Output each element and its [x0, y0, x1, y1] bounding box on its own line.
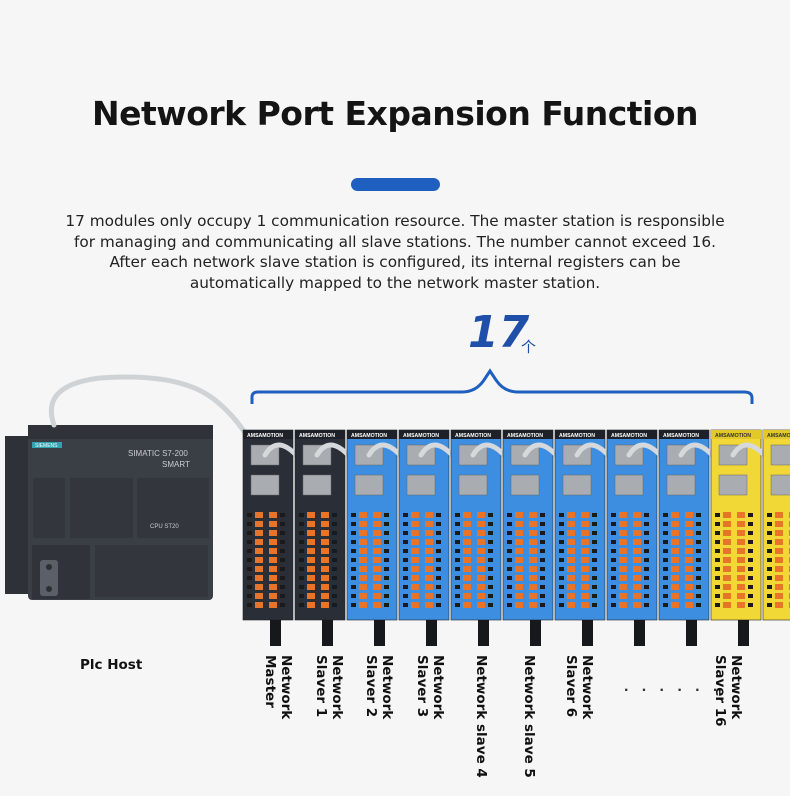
terminal-block	[611, 512, 649, 608]
module-brand: AMSAMOTION	[507, 433, 543, 439]
ethernet-port-icon	[354, 474, 384, 496]
module-brand: AMSAMOTION	[715, 433, 751, 439]
module-count: 17	[468, 307, 530, 358]
din-clip	[322, 620, 333, 646]
module-rack: AMSAMOTION AMSAMOTION AMSAMOTION AMSAMOTION…	[242, 429, 790, 646]
label-network-slaver-1: Network Slaver 1	[313, 655, 345, 720]
din-clip	[582, 620, 593, 646]
plc-host: SIEMENS SIMATIC S7-200 SMART CPU ST20	[5, 425, 213, 600]
din-clip	[634, 620, 645, 646]
ethernet-port-icon	[406, 474, 436, 496]
ethernet-port-icon	[302, 474, 332, 496]
din-clip	[270, 620, 281, 646]
module-brand: AMSAMOTION	[351, 433, 387, 439]
module-brand: AMSAMOTION	[403, 433, 439, 439]
terminal-block	[299, 512, 337, 608]
io-module: AMSAMOTION	[398, 429, 476, 646]
terminal-block	[403, 512, 441, 608]
ethernet-port-icon	[458, 474, 488, 496]
ellipsis: · · · · · ·	[624, 682, 723, 699]
plc-cable	[48, 374, 258, 453]
module-brand: AMSAMOTION	[611, 433, 647, 439]
terminal-block	[663, 512, 701, 608]
group-bracket	[250, 368, 754, 404]
plc-cpu: CPU ST20	[150, 524, 179, 530]
io-module: AMSAMOTION	[658, 429, 736, 646]
din-clip	[686, 620, 697, 646]
title-accent-bar	[351, 178, 440, 191]
label-network-slaver-16: Network Slaver 16	[712, 655, 744, 727]
plc-host-label: Plc Host	[80, 657, 143, 673]
io-module: AMSAMOTION	[346, 429, 424, 646]
module-count-unit: 个	[521, 339, 537, 356]
serial-port-icon	[40, 560, 58, 596]
description-text: 17 modules only occupy 1 communication r…	[65, 212, 725, 292]
terminal-block	[715, 512, 753, 608]
io-module: AMSAMOTION	[762, 429, 790, 621]
module-brand: AMSAMOTION	[559, 433, 595, 439]
io-module: AMSAMOTION	[242, 429, 320, 646]
module-brand: AMSAMOTION	[455, 433, 491, 439]
label-network-slaver-2: Network Slaver 2	[363, 655, 395, 720]
module-brand: AMSAMOTION	[663, 433, 699, 439]
terminal-block	[351, 512, 389, 608]
label-network-slave-4: Network slave 4	[473, 655, 489, 778]
terminal-block	[247, 512, 285, 608]
ethernet-port-icon	[614, 474, 644, 496]
io-module: AMSAMOTION	[554, 429, 632, 646]
io-module: AMSAMOTION	[502, 429, 580, 646]
label-network-slave-5: Network slave 5	[521, 655, 537, 778]
din-clip	[478, 620, 489, 646]
ethernet-port-icon	[770, 474, 790, 496]
din-clip	[426, 620, 437, 646]
page-title: Network Port Expansion Function	[91, 94, 699, 133]
module-brand: AMSAMOTION	[247, 433, 283, 439]
terminal-block	[559, 512, 597, 608]
ethernet-port-icon	[510, 474, 540, 496]
terminal-block	[455, 512, 493, 608]
module-brand: AMSAMOTION	[299, 433, 335, 439]
din-clip	[374, 620, 385, 646]
label-network-slaver-3: Network Slaver 3	[414, 655, 446, 720]
io-module: AMSAMOTION	[606, 429, 684, 646]
terminal-block	[507, 512, 545, 608]
ethernet-port-icon	[250, 474, 280, 496]
din-clip	[530, 620, 541, 646]
plc-series: SMART	[162, 460, 190, 469]
plc-brand: SIEMENS	[35, 443, 58, 449]
label-network-master: Network Master	[262, 655, 294, 720]
ethernet-port-icon	[770, 444, 790, 466]
ethernet-port-icon	[562, 474, 592, 496]
io-module: AMSAMOTION	[450, 429, 528, 646]
ethernet-port-icon	[666, 474, 696, 496]
din-clip	[738, 620, 749, 646]
label-network-slaver-6: Network Slaver 6	[563, 655, 595, 720]
plc-model: SIMATIC S7-200	[128, 449, 188, 458]
module-brand: AMSAMOTION	[767, 433, 790, 439]
ethernet-port-icon	[718, 474, 748, 496]
